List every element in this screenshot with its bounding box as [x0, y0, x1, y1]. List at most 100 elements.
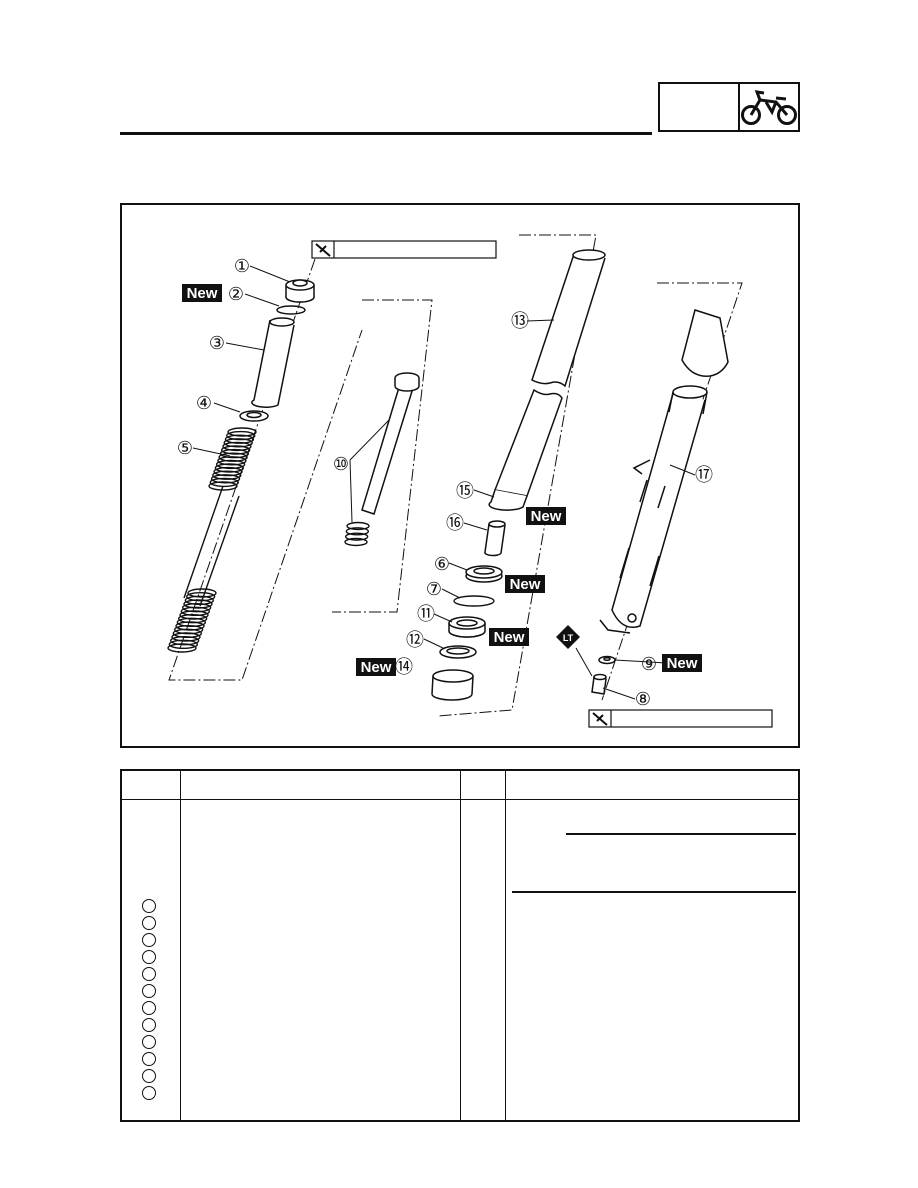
torque-spec-box-bottom	[588, 709, 773, 728]
callout-9: ⑨	[641, 654, 657, 674]
order-marker	[142, 967, 156, 981]
order-marker	[142, 933, 156, 947]
order-marker	[142, 984, 156, 998]
header-rule	[120, 132, 652, 135]
spring-coil	[223, 438, 253, 448]
part-slide-bushing	[484, 520, 506, 557]
callout-15: ⑮	[456, 481, 474, 501]
callout-4: ④	[196, 393, 212, 413]
svg-text:New: New	[667, 655, 698, 672]
part-inner-tube	[488, 249, 606, 511]
callout-11: ⑪	[417, 604, 435, 624]
chapter-tab-icon-area	[740, 84, 798, 130]
note-rule-top	[566, 833, 796, 835]
new-badge-2: New	[182, 284, 222, 302]
order-marker	[142, 1052, 156, 1066]
part-circlip	[453, 595, 495, 607]
spring-coil	[218, 452, 248, 462]
callout-8: ⑧	[635, 689, 651, 709]
table-header-rule	[122, 799, 798, 800]
callout-7: ⑦	[426, 579, 442, 599]
spring-coil	[168, 639, 199, 650]
part-rebound-spring	[344, 521, 370, 547]
new-badge-15: New	[526, 507, 566, 525]
svg-text:New: New	[187, 285, 218, 302]
part-fork-spring-body	[183, 485, 240, 607]
note-rule-bottom	[512, 891, 796, 893]
spring-coil	[344, 532, 369, 541]
table-column-divider	[180, 771, 181, 1120]
spring-coil	[209, 477, 239, 488]
spring-coil	[210, 474, 241, 484]
callout-2: ②	[228, 284, 244, 304]
spring-coil	[167, 643, 197, 653]
part-seal-washer	[439, 645, 477, 659]
order-marker	[142, 916, 156, 930]
spring-coil	[224, 434, 255, 444]
order-marker	[142, 1069, 156, 1083]
part-copper-washer	[598, 655, 616, 665]
loctite-label: LT	[563, 633, 574, 643]
spring-coil	[215, 459, 246, 470]
spring-coil	[212, 470, 242, 480]
part-spacer	[251, 317, 295, 408]
chapter-tab-label-area	[660, 84, 740, 130]
spring-coil	[214, 463, 245, 473]
wrench-torque-icon	[592, 712, 608, 726]
part-outer-tube-bushing	[431, 669, 474, 701]
new-badge-14: New	[356, 658, 396, 676]
loctite-icon: LT	[556, 625, 593, 677]
part-fork-spring	[167, 427, 257, 653]
motorcycle-icon	[741, 90, 797, 125]
wrench-torque-icon	[315, 243, 331, 257]
order-marker	[142, 1018, 156, 1032]
svg-text:New: New	[510, 576, 541, 593]
spring-coil	[208, 481, 238, 491]
spring-coil	[217, 456, 247, 466]
spring-coil	[227, 427, 257, 437]
part-dust-seal	[465, 565, 503, 583]
part-cap-bolt	[285, 279, 315, 303]
new-badge-6: New	[505, 575, 545, 593]
callout-12: ⑫	[406, 630, 424, 650]
callout-16: ⑯	[446, 513, 464, 533]
group-bracket-4	[601, 282, 743, 701]
callout-14: ⑭	[395, 657, 413, 677]
torque-spec-box-top	[311, 240, 497, 259]
order-marker	[142, 899, 156, 913]
svg-text:New: New	[531, 508, 562, 525]
part-oil-seal	[448, 616, 486, 638]
spring-coil	[226, 430, 256, 441]
callout-1: ①	[234, 256, 250, 276]
leader-lines	[192, 265, 696, 700]
table-column-divider	[505, 771, 506, 1120]
order-marker	[142, 950, 156, 964]
callout-6: ⑥	[434, 554, 450, 574]
part-outer-tube	[599, 309, 729, 634]
spring-coil	[222, 441, 252, 452]
exploded-view-frame: LT ① ② ③ ④ ⑤	[120, 203, 800, 748]
new-badge-11: New	[489, 628, 529, 646]
order-marker	[142, 1035, 156, 1049]
order-marker	[142, 1086, 156, 1100]
chapter-tab	[658, 82, 800, 132]
group-bracket-2	[332, 299, 433, 613]
spring-coil	[213, 466, 243, 477]
group-bracket-3	[437, 234, 597, 717]
part-damper-rod	[361, 372, 420, 515]
spring-coil	[346, 521, 370, 531]
part-damper-bolt	[591, 673, 607, 695]
front-fork-exploded-diagram: LT ① ② ③ ④ ⑤	[167, 234, 773, 728]
part-washer	[239, 410, 269, 422]
order-marker	[142, 1001, 156, 1015]
callout-17: ⑰	[695, 465, 713, 485]
table-column-divider	[460, 771, 461, 1120]
part-o-ring	[276, 305, 306, 315]
spring-coil	[220, 445, 251, 455]
svg-text:New: New	[361, 659, 392, 676]
callout-3: ③	[209, 333, 225, 353]
callout-13: ⑬	[511, 311, 529, 331]
new-badge-9: New	[662, 654, 702, 672]
spring-coil	[344, 537, 368, 547]
callout-5: ⑤	[177, 438, 193, 458]
